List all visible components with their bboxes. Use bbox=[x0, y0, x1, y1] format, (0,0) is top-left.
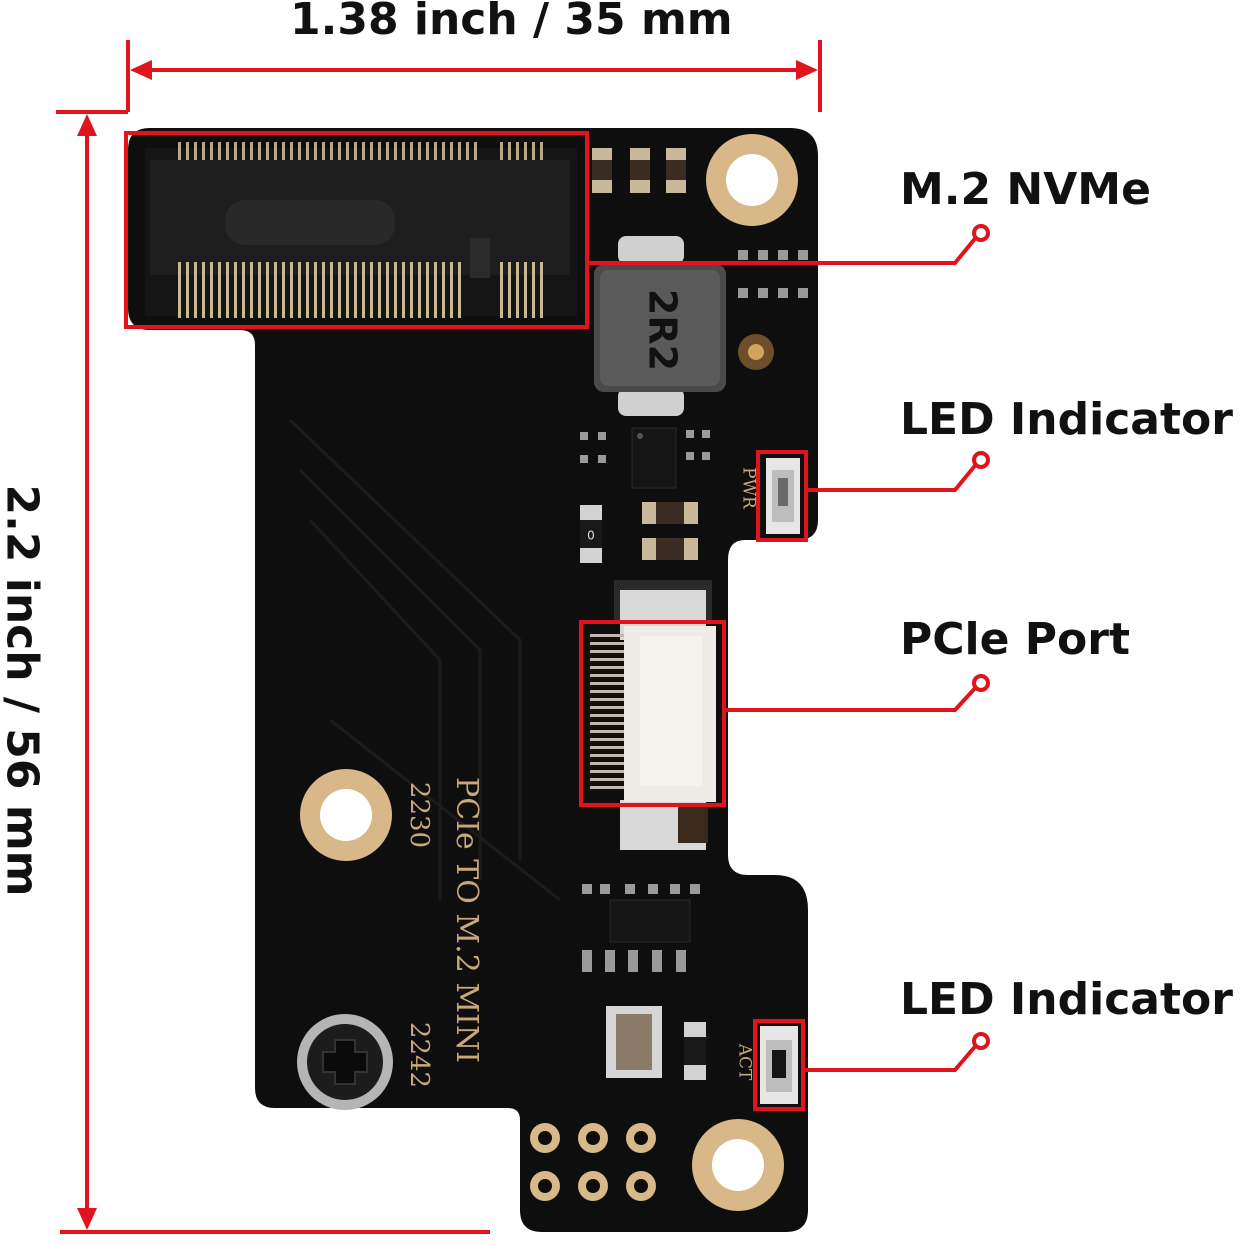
silk-2242: 2242 bbox=[404, 1022, 434, 1088]
callout-led-indicator-bottom: LED Indicator bbox=[900, 974, 1233, 1025]
leader-m2 bbox=[587, 233, 980, 265]
capacitors-mid bbox=[642, 502, 698, 560]
pcb-traces bbox=[288, 418, 561, 902]
leader-led-act bbox=[803, 1041, 980, 1072]
resistor-act bbox=[684, 1022, 706, 1080]
inductor: 2R2 bbox=[594, 236, 726, 416]
callout-m2-nvme: M.2 NVMe bbox=[900, 164, 1151, 215]
pcie-fpc-connector bbox=[590, 580, 716, 850]
silk-2230: 2230 bbox=[404, 782, 434, 848]
highlight-led-pwr bbox=[756, 450, 808, 542]
dimension-width bbox=[126, 40, 822, 112]
m2-bottom-pins bbox=[178, 262, 543, 318]
highlight-pcie bbox=[579, 620, 726, 807]
callout-dots bbox=[972, 224, 990, 1050]
silk-title: PCIe TO M.2 MINI bbox=[449, 777, 484, 1063]
callout-led-indicator-top: LED Indicator bbox=[900, 394, 1233, 445]
chip-ic-1 bbox=[631, 427, 677, 489]
dimension-height bbox=[56, 110, 490, 1234]
dot-led-pwr bbox=[972, 451, 990, 469]
capacitors-top bbox=[592, 148, 686, 193]
silk-pwr: PWR bbox=[739, 467, 759, 510]
resistor-0: 0 bbox=[580, 505, 602, 563]
callout-lines bbox=[587, 233, 980, 1072]
arrow-right bbox=[796, 60, 818, 80]
silk-act: ACT bbox=[735, 1043, 755, 1081]
highlight-led-act bbox=[753, 1019, 805, 1111]
led-act bbox=[760, 1026, 798, 1104]
m2-connector bbox=[145, 142, 577, 318]
dot-pcie bbox=[972, 674, 990, 692]
header-pads bbox=[530, 1123, 656, 1201]
chip-ic-2 bbox=[609, 899, 691, 943]
screw bbox=[297, 1014, 393, 1110]
mounting-hole-middle bbox=[300, 769, 392, 861]
mounting-hole-bottom bbox=[692, 1119, 784, 1211]
arrow-up bbox=[77, 114, 97, 136]
smd-components bbox=[580, 250, 808, 972]
leader-pcie bbox=[724, 683, 980, 712]
m2-top-pins bbox=[178, 142, 543, 160]
arrow-left bbox=[130, 60, 152, 80]
height-dimension-label: 2.2 inch / 56 mm bbox=[0, 483, 48, 897]
callout-pcie-port: PCle Port bbox=[900, 614, 1130, 665]
dot-m2 bbox=[972, 224, 990, 242]
width-dimension-label: 1.38 inch / 35 mm bbox=[290, 0, 733, 45]
led-pwr bbox=[766, 458, 800, 534]
dot-led-act bbox=[972, 1032, 990, 1050]
highlight-m2 bbox=[124, 131, 589, 329]
arrow-down bbox=[77, 1208, 97, 1230]
crystal-oscillator bbox=[606, 1006, 662, 1078]
resistor-mark: 0 bbox=[587, 529, 595, 543]
inductor-label: 2R2 bbox=[641, 289, 685, 371]
leader-led-pwr bbox=[806, 460, 980, 492]
highlight-boxes bbox=[124, 131, 808, 1111]
mounting-hole-top bbox=[706, 134, 798, 226]
